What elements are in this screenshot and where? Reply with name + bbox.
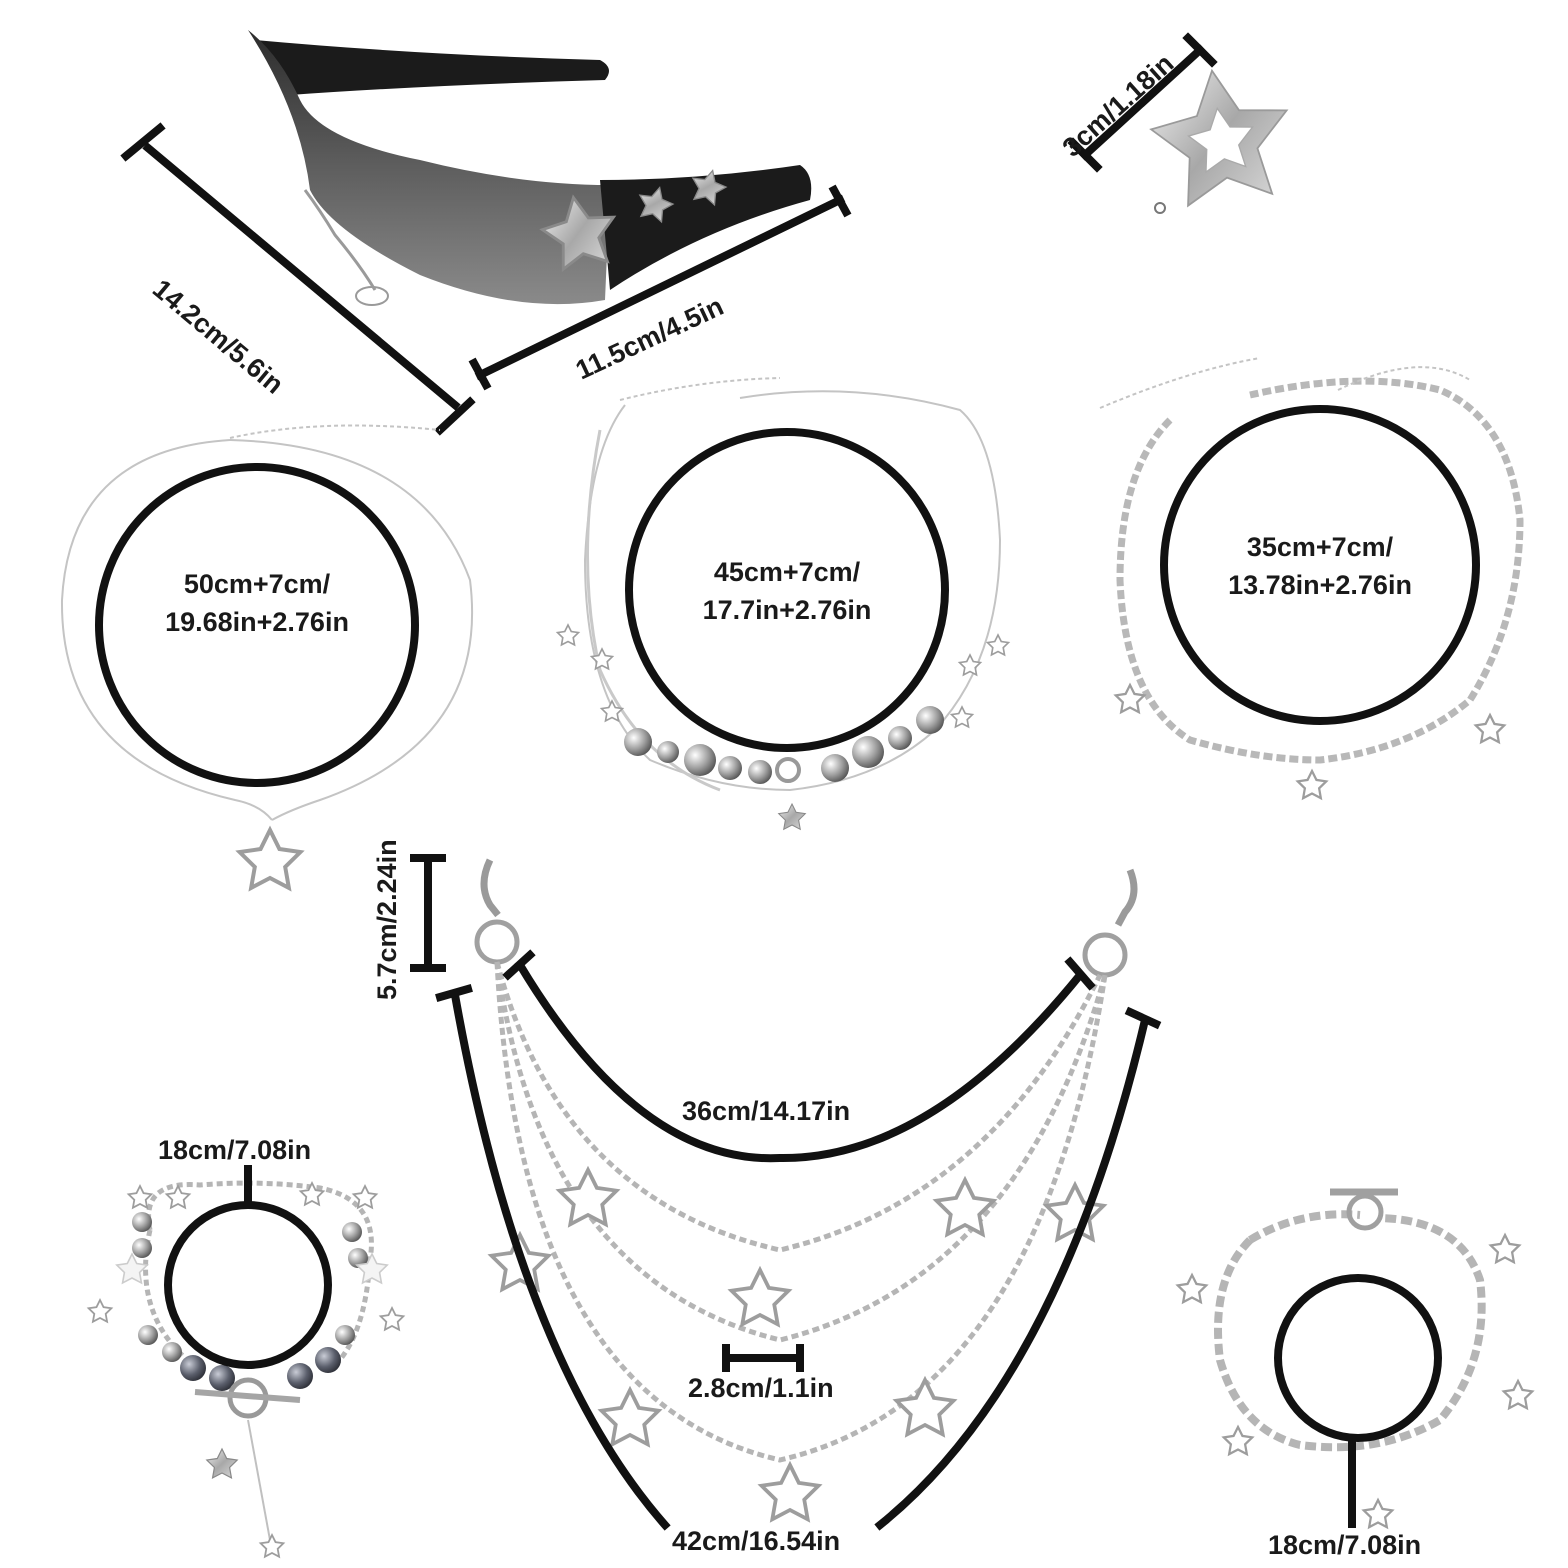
necklace-2-size-line1: 45cm+7cm/ (713, 557, 861, 587)
pants-chain-inner-label: 36cm/14.17in (682, 1096, 851, 1126)
bracelet-2-label: 18cm/7.08in (1268, 1530, 1422, 1560)
necklace-2-size: 45cm+7cm/ 17.7in+2.76in (647, 553, 927, 629)
bracelet-1-circle (164, 1201, 332, 1369)
necklace-1-size-line1: 50cm+7cm/ (183, 569, 331, 599)
pants-chain-outer-label: 42cm/16.54in (672, 1526, 841, 1556)
pants-chain-clip-label: 5.7cm/2.24in (372, 839, 402, 1000)
bracelet-2-circle (1274, 1274, 1442, 1442)
sunglasses (248, 30, 812, 306)
necklace-2-circle (625, 428, 949, 752)
lens-shield (248, 30, 610, 305)
hairclip-dimension-line (1067, 32, 1218, 173)
necklace-beaded (556, 377, 1010, 830)
necklace-3-size-line2: 13.78in+2.76in (1228, 570, 1412, 600)
necklace-3-size-line1: 35cm+7cm/ (1246, 532, 1394, 562)
pants-chain-dimension-lines (410, 854, 1162, 1531)
bracelet-1-label: 18cm/7.08in (158, 1135, 312, 1165)
necklace-curb-chain (1099, 357, 1524, 800)
necklace-thin (60, 424, 474, 888)
necklace-1-circle (95, 463, 419, 787)
necklace-2-size-line2: 17.7in+2.76in (702, 595, 872, 625)
temple-arm-top (255, 40, 609, 95)
necklace-1-size-line2: 19.68in+2.76in (165, 607, 349, 637)
necklace-3-size: 35cm+7cm/ 13.78in+2.76in (1180, 528, 1460, 604)
star-pendant (240, 830, 301, 888)
bracelet-beaded (87, 1180, 405, 1558)
bracelet-figaro (1176, 1188, 1534, 1529)
necklace-1-size: 50cm+7cm/ 19.68in+2.76in (117, 565, 397, 641)
pants-chain-star-label: 2.8cm/1.1in (688, 1373, 834, 1403)
necklace-3-circle (1160, 405, 1480, 725)
sunglasses-dimension-lines (120, 122, 852, 436)
nose-pad (303, 189, 377, 291)
pants-chain (474, 858, 1138, 1522)
star-hair-clip (1142, 59, 1300, 214)
